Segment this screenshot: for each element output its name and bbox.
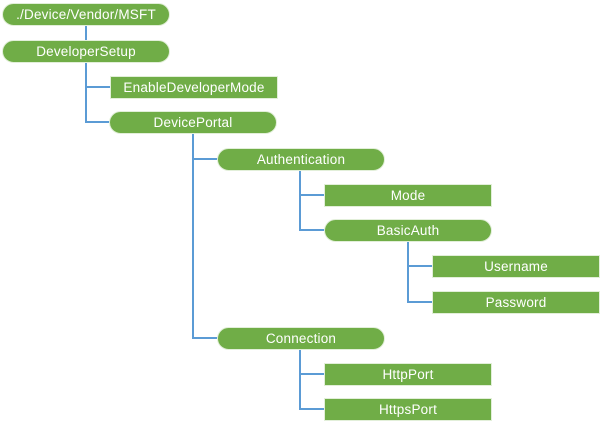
- connector-deviceportal-connection: [192, 337, 218, 339]
- connector-authentication-basicauth: [299, 229, 325, 231]
- tree-node-connection: Connection: [217, 327, 385, 350]
- connector-deviceportal-authentication: [192, 158, 218, 160]
- connector-basicauth-password: [407, 301, 433, 303]
- connector-developersetup-deviceportal: [85, 121, 110, 123]
- tree-node-password: Password: [432, 291, 600, 314]
- connector-root-developersetup: [85, 26, 87, 40]
- tree-node-authentication: Authentication: [217, 148, 385, 171]
- connector-basicauth-username: [407, 265, 433, 267]
- connector-developersetup-trunk: [85, 63, 87, 122]
- connector-deviceportal-trunk: [192, 134, 194, 339]
- connector-connection-trunk: [299, 350, 301, 410]
- tree-node-developersetup: DeveloperSetup: [2, 40, 170, 63]
- connector-basicauth-trunk: [407, 242, 409, 303]
- tree-node-device-vendor-msft: ./Device/Vendor/MSFT: [2, 3, 170, 26]
- tree-node-username: Username: [432, 255, 600, 278]
- tree-node-mode: Mode: [324, 184, 492, 207]
- tree-node-httpport: HttpPort: [324, 363, 492, 386]
- tree-node-deviceportal: DevicePortal: [109, 111, 277, 134]
- tree-node-enabledevelopermode: EnableDeveloperMode: [110, 76, 278, 99]
- connector-authentication-mode: [299, 194, 325, 196]
- tree-node-httpsport: HttpsPort: [324, 398, 492, 421]
- connector-developersetup-enabledevelopermode: [85, 86, 111, 88]
- connector-connection-httpport: [299, 373, 325, 375]
- tree-node-basicauth: BasicAuth: [324, 219, 492, 242]
- connector-connection-httpsport: [299, 408, 325, 410]
- connector-authentication-trunk: [299, 171, 301, 231]
